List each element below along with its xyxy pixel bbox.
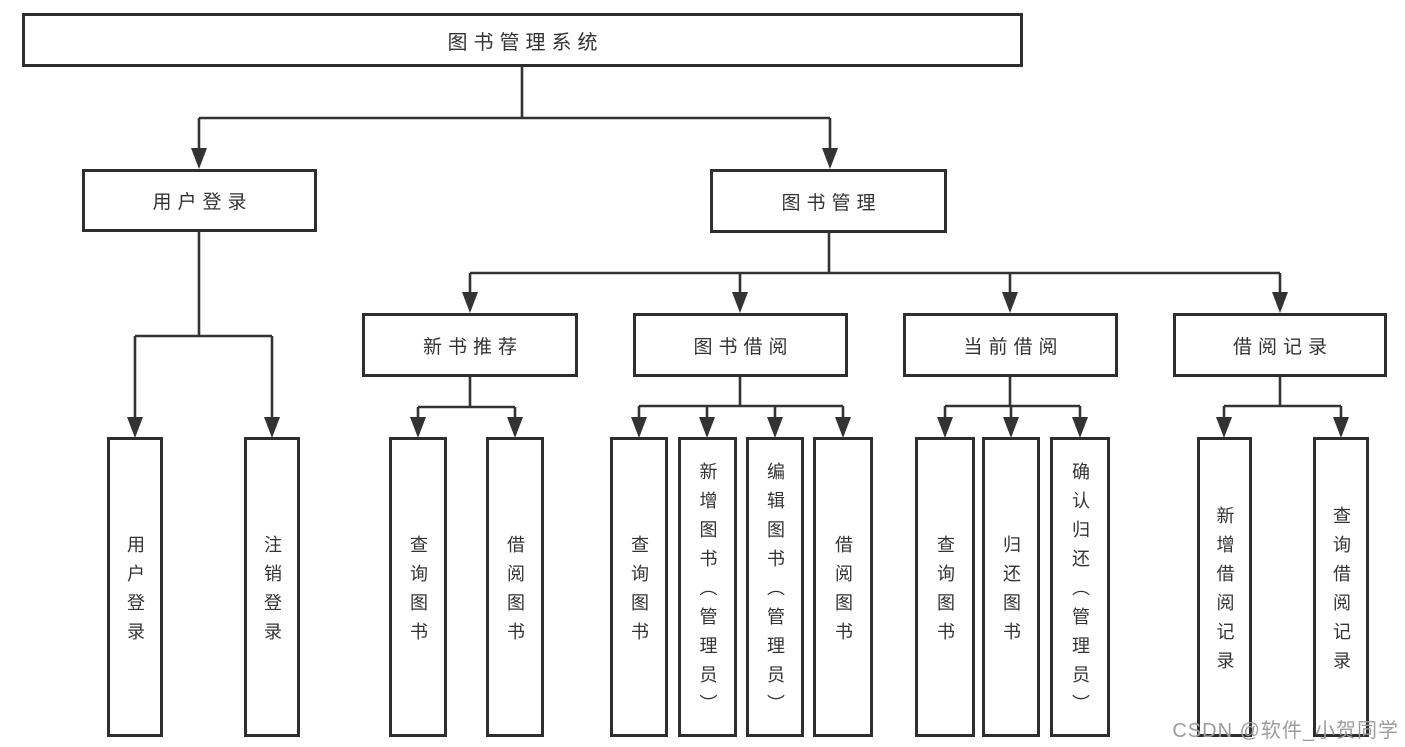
leaf-newbook-borrow-label: 借阅图书 [505,534,525,651]
node-new-book-recommend: 新书推荐 [362,313,578,377]
node-borrow-records: 借阅记录 [1173,313,1387,377]
leaf-borrow-book-label: 借阅图书 [833,534,853,651]
node-book-borrow: 图书借阅 [633,313,848,377]
leaf-edit-book-admin: 编辑图书（管理员） [746,437,804,737]
node-new-book-recommend-label: 新书推荐 [422,336,523,358]
leaf-confirm-return-admin-label: 确认归还（管理员） [1070,462,1090,723]
leaf-add-book-admin: 新增图书（管理员） [678,437,737,737]
leaf-borrow-book: 借阅图书 [813,437,873,737]
leaf-return-book-label: 归还图书 [1001,534,1021,651]
leaf-newbook-query-label: 查询图书 [408,534,428,651]
node-user-login-label: 用户登录 [152,192,253,213]
node-current-borrow-label: 当前借阅 [963,336,1064,358]
leaf-query-borrow-record: 查询借阅记录 [1313,437,1369,737]
leaf-return-book: 归还图书 [982,437,1040,737]
leaf-current-query: 查询图书 [915,437,975,737]
leaf-add-borrow-record: 新增借阅记录 [1197,437,1252,737]
node-root-label: 图书管理系统 [447,31,604,54]
node-current-borrow: 当前借阅 [903,313,1118,377]
leaf-current-query-label: 查询图书 [935,534,955,651]
node-book-borrow-label: 图书借阅 [693,336,794,358]
connector-new-book-children [410,377,523,438]
leaf-add-borrow-record-label: 新增借阅记录 [1214,505,1235,680]
leaf-logout-label: 注销登录 [262,534,282,651]
node-book-management: 图书管理 [710,169,947,233]
node-book-management-label: 图书管理 [781,192,882,214]
connector-root-to-level2 [191,67,838,169]
node-root-system: 图书管理系统 [22,13,1023,67]
connector-user-login-children [127,232,280,438]
connector-book-management-children [462,233,1288,313]
leaf-user-login: 用户登录 [107,437,163,737]
leaf-logout: 注销登录 [244,437,300,737]
connector-current-borrow-children [937,377,1088,438]
leaf-borrow-query-label: 查询图书 [629,534,649,651]
node-borrow-records-label: 借阅记录 [1232,336,1333,358]
connector-book-borrow-children [631,377,851,438]
connector-borrow-records-children [1216,377,1349,438]
leaf-newbook-borrow: 借阅图书 [486,437,544,737]
leaf-edit-book-admin-label: 编辑图书（管理员） [765,462,785,723]
leaf-query-borrow-record-label: 查询借阅记录 [1331,505,1351,680]
leaf-confirm-return-admin: 确认归还（管理员） [1050,437,1110,737]
leaf-newbook-query: 查询图书 [389,437,447,737]
node-user-login: 用户登录 [82,169,317,232]
leaf-add-book-admin-label: 新增图书（管理员） [697,462,718,723]
csdn-watermark: CSDN @软件_小贺同学 [1172,720,1399,742]
leaf-user-login-label: 用户登录 [125,534,145,651]
leaf-borrow-query: 查询图书 [610,437,668,737]
